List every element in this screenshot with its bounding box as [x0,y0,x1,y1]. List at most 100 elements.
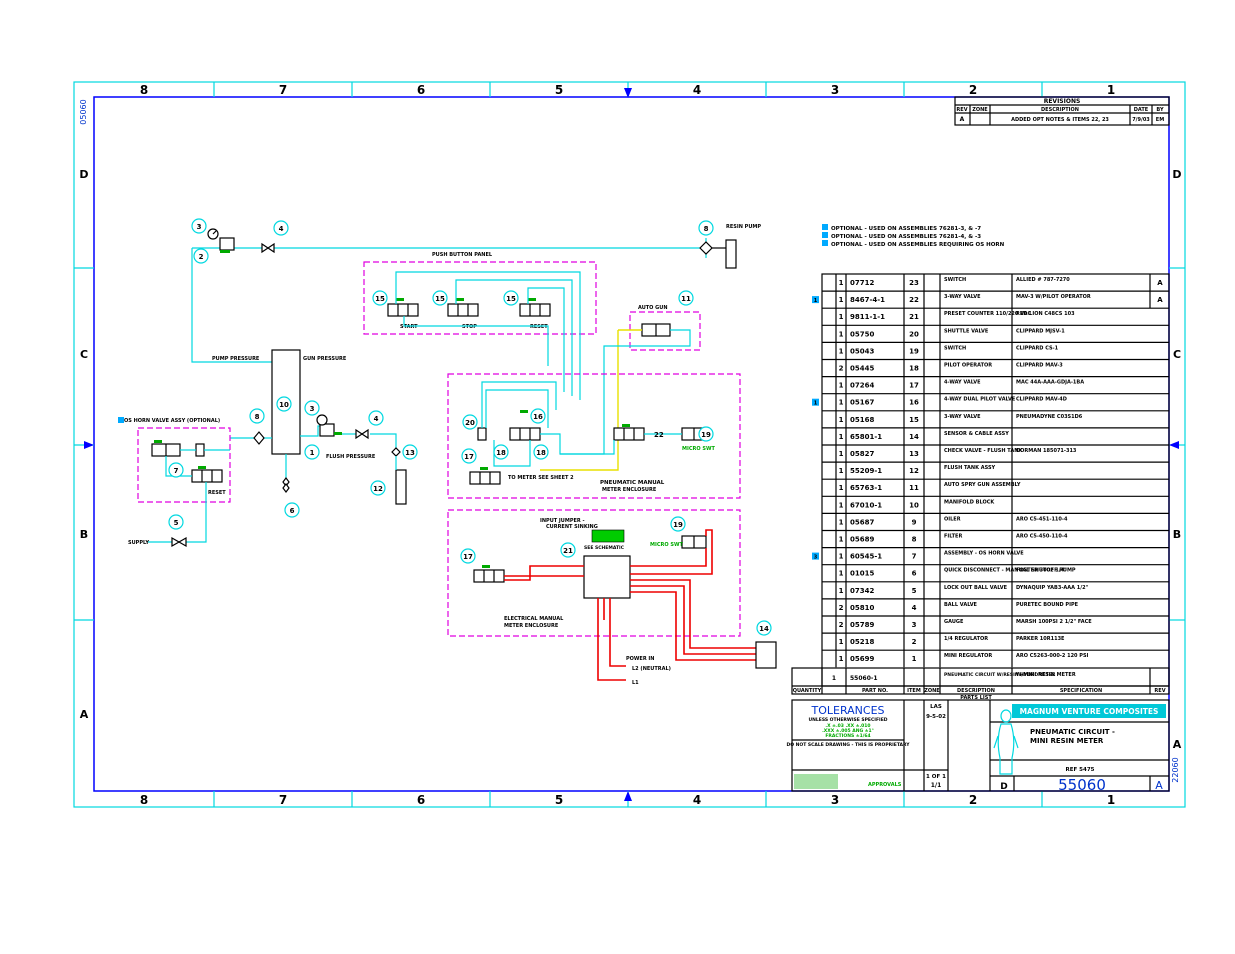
parts-cell-item: 13 [909,450,919,458]
sensor-block [755,641,777,669]
parts-cell-spec: RED LION C48CS 103 [1016,311,1075,317]
see-schematic-label: SEE SCHEMATIC [584,545,625,551]
tolerances-title: TOLERANCES [810,704,884,717]
parts-cell-part: 65763-1 [850,484,882,492]
row-label: D [79,168,88,181]
parts-cell-qty: 1 [839,553,844,561]
tolerances-sub: UNLESS OTHERWISE SPECIFIED [808,717,887,723]
parts-cell-item: 14 [909,433,919,441]
parts-cell-item: 21 [909,313,919,321]
balloon-number: 1 [310,449,315,457]
row-label: B [80,528,88,541]
rev-cell: 7/9/03 [1132,117,1150,123]
balloon-number: 6 [290,507,295,515]
flush-tank [395,469,407,505]
note-3: OPTIONAL - USED ON ASSEMBLIES REQUIRING … [831,242,1005,248]
parts-cell-qty: 1 [839,296,844,304]
parts-cell-desc: SWITCH [944,345,966,351]
note-2: OPTIONAL - USED ON ASSEMBLIES 76281-4, &… [831,234,981,240]
reference-number: REF 5475 [1066,767,1095,773]
rev-header: REV [956,107,967,113]
balloon [370,480,386,496]
parts-cell-desc: 3-WAY VALVE [944,294,981,300]
parts-cell-item: 19 [909,347,919,355]
parts-cell-part: 05218 [850,638,874,646]
pl-header: ITEM [907,688,921,694]
drawing-number: 55060 [1058,776,1106,794]
tolerance-line: .XXX ±.005 ANG ±1° [822,728,874,734]
col-label: 6 [417,83,425,97]
col-label: 5 [555,83,563,97]
parts-cell-desc: MANIFOLD BLOCK [944,499,995,505]
parts-cell-desc: SWITCH [944,277,966,283]
rev-cell: EM [1156,117,1164,123]
row-label: B [1173,528,1181,541]
parts-cell-part: 05810 [850,604,874,612]
note-flag-number: 3 [814,555,818,561]
os-horn-frame [137,427,231,503]
row-label: A [1173,738,1182,751]
electrical-manual-enclosure [447,509,741,637]
balloon [191,218,207,234]
col-label: 1 [1107,83,1115,97]
parts-cell-desc: 4-WAY DUAL PILOT VALVE [944,397,1016,403]
balloon [460,548,476,564]
balloon [402,444,418,460]
balloon-number: 16 [533,413,543,421]
balloon [530,408,546,424]
top-assy-desc: PNEUMATIC CIRCUIT W/RESIN HYDROMETER [944,672,1056,678]
balloon [756,620,772,636]
pl-header: ZONE [924,688,940,694]
parts-cell-part: 05789 [850,621,874,629]
balloon [503,290,519,306]
item-balloons: 1 2 3 3 4 4 5 6 7 8 8 10 11 12 13 14 15 … [168,218,772,636]
parts-cell-desc: GAUGE [944,619,964,625]
l2-neutral-label: L2 (NEUTRAL) [632,666,671,672]
parts-cell-desc: LOCK OUT BALL VALVE [944,585,1008,591]
balloon [698,220,714,236]
balloon [698,426,714,442]
balloon-number: 14 [759,625,769,633]
parts-cell-item: 17 [909,382,919,390]
pl-header: DESCRIPTION [957,688,995,694]
balloon-number: 3 [310,405,315,413]
parts-cell-spec: MAC 44A-AAA-GDJA-1BA [1016,380,1084,386]
balloon-number: 20 [465,419,475,427]
note-flag-number: 1 [814,401,818,407]
balloon-number: 7 [174,467,179,475]
parts-cell-spec: FOSTER 3002 1/4" [1016,568,1067,574]
parts-cell-spec: MAV-3 W/PILOT OPERATOR [1016,294,1091,300]
parts-cell-part: 9811-1-1 [850,313,885,321]
parts-cell-spec: CLIPPARD MAV-3 [1016,363,1063,369]
pneumatic-manual-label: PNEUMATIC MANUAL [600,480,665,486]
parts-cell-part: 07342 [850,587,874,595]
balloon-number: 19 [673,521,683,529]
pl-header: SPECIFICATION [1060,688,1102,694]
parts-cell-spec: CLIPPARD MJSV-1 [1016,328,1065,334]
title-block: TOLERANCES UNLESS OTHERWISE SPECIFIED .X… [786,699,1170,794]
tolerance-line: .X ±.03 .XX ±.010 [825,723,870,729]
col-label: 4 [693,83,701,97]
parts-cell-item: 23 [909,279,919,287]
balloon [560,542,576,558]
parts-cell-qty: 1 [839,416,844,424]
balloon [273,220,289,236]
tolerance-line: FRACTIONS ±1/64 [825,733,870,739]
rev-header: BY [1156,107,1164,113]
parts-cell-qty: 1 [839,382,844,390]
micro-swt-2-label: MICRO SWT [650,542,683,548]
parts-cell-part: 05827 [850,450,874,458]
start-label: START [400,324,418,330]
balloon-number: 19 [701,431,711,439]
parts-cell-desc: FLUSH TANK ASSY [944,465,996,471]
note-flag [812,552,819,560]
rev-header: ZONE [972,107,988,113]
parts-cell-spec: PURETEC BOUND PIPE [1016,602,1079,608]
rev-header: DESCRIPTION [1041,107,1079,113]
parts-cell-qty: 1 [839,399,844,407]
note-flag-number: 1 [814,298,818,304]
parts-cell-desc: PRESET COUNTER 110/220 VAC [944,311,1032,317]
parts-cell-desc: PILOT OPERATOR [944,363,992,369]
